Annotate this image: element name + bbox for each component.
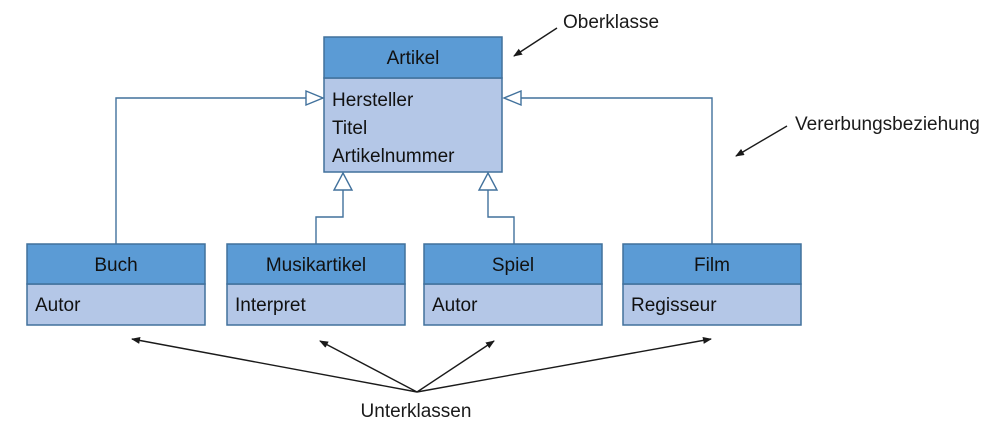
class-box-artikel: Artikel Hersteller Titel Artikelnummer xyxy=(323,36,503,173)
annotation-unterklassen: Unterklassen xyxy=(131,336,712,422)
class-attr-autor-spiel: Autor xyxy=(432,295,478,316)
class-attr-regisseur: Regisseur xyxy=(631,295,717,316)
class-title-film: Film xyxy=(694,255,730,276)
inheritance-arrowhead-musikartikel xyxy=(332,171,354,191)
unterklassen-label: Unterklassen xyxy=(361,401,472,422)
unterklassen-arrow-buch xyxy=(131,337,418,393)
class-attr-artikelnummer: Artikelnummer xyxy=(332,146,455,167)
inheritance-connector-spiel xyxy=(477,171,515,244)
inheritance-arrowhead-buch xyxy=(305,89,325,107)
class-box-film: Film Regisseur xyxy=(622,243,802,326)
class-title-buch: Buch xyxy=(94,255,137,276)
class-box-spiel: Spiel Autor xyxy=(423,243,603,326)
inheritance-connector-film xyxy=(502,89,713,244)
unterklassen-arrow-musikartikel xyxy=(319,340,418,393)
inheritance-arrowhead-spiel xyxy=(477,171,499,191)
class-attr-autor-buch: Autor xyxy=(35,295,81,316)
annotation-vererbungsbeziehung: Vererbungsbeziehung xyxy=(735,114,980,157)
vererbungsbeziehung-label: Vererbungsbeziehung xyxy=(795,114,980,135)
inheritance-arrowhead-film xyxy=(502,89,522,107)
inheritance-connector-musikartikel xyxy=(315,171,354,244)
class-box-musikartikel: Musikartikel Interpret xyxy=(226,243,406,326)
class-box-buch: Buch Autor xyxy=(26,243,206,326)
vererbungsbeziehung-arrow xyxy=(735,125,788,157)
annotation-oberklasse: Oberklasse xyxy=(513,12,659,57)
class-attr-hersteller: Hersteller xyxy=(332,90,414,111)
unterklassen-arrow-spiel xyxy=(416,340,495,393)
unterklassen-arrow-film xyxy=(416,336,712,393)
class-title-artikel: Artikel xyxy=(387,48,440,69)
oberklasse-arrow xyxy=(513,27,558,57)
class-attr-titel: Titel xyxy=(332,118,367,139)
class-attr-interpret: Interpret xyxy=(235,295,306,316)
oberklasse-label: Oberklasse xyxy=(563,12,659,33)
class-title-musikartikel: Musikartikel xyxy=(266,255,366,276)
class-title-spiel: Spiel xyxy=(492,255,534,276)
inheritance-connector-buch xyxy=(115,89,325,244)
